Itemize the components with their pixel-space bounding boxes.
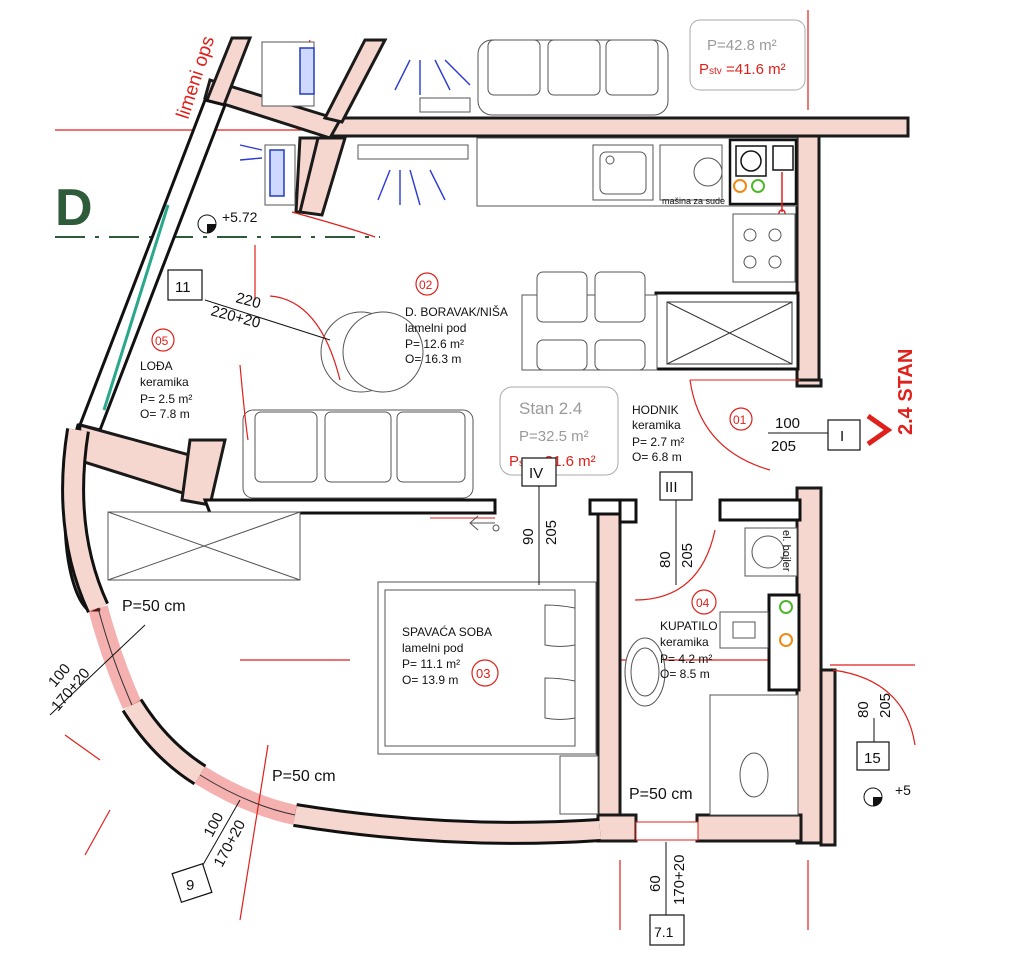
door-width: 90: [520, 528, 537, 545]
door-width: 80: [657, 551, 674, 568]
door-height: 205: [877, 693, 894, 718]
room-01: 01 HODNIK keramika P= 2.7 m² O= 6.8 m: [632, 403, 753, 464]
neighbor-net-value: =41.6 m²: [722, 61, 786, 78]
window-width: 100: [201, 810, 228, 840]
window-bottom: 60 170+20 7.1: [647, 842, 688, 946]
room-number: 02: [419, 278, 433, 292]
apartment-name: Stan 2.4: [519, 399, 582, 418]
window-tag: 9: [186, 877, 194, 894]
room-name: D. BORAVAK/NIŠA: [405, 304, 508, 319]
door-tag: I: [840, 428, 844, 445]
window-height: 170+20: [671, 855, 688, 905]
door-tag: 11: [175, 279, 191, 296]
room-04: 04 KUPATILO keramika P= 4.2 m² O= 8.5 m: [660, 589, 718, 681]
room-area: P= 2.7 m²: [632, 435, 684, 449]
door-11: 11 220 220+20: [167, 269, 331, 341]
door-tag: III: [665, 479, 678, 496]
furniture: mašina za sude: [107, 39, 799, 816]
room-area: P= 2.5 m²: [140, 392, 192, 406]
level-left-text: +5.72: [222, 209, 258, 225]
door-tag: 15: [864, 750, 881, 767]
neighbor-area-box: P=42.8 m² Pstv =41.6 m²: [689, 19, 806, 91]
neighbor-area: P=42.8 m²: [707, 37, 777, 54]
axis-letter: D: [55, 179, 93, 237]
apartment-net-prefix: P: [509, 453, 519, 470]
door-swings: [239, 211, 916, 746]
door-height: 205: [771, 438, 796, 455]
room-area: P= 4.2 m²: [660, 652, 712, 666]
apartment-area: P=32.5 m²: [519, 428, 589, 445]
room-floor: keramika: [632, 418, 681, 432]
level-right-text: +5: [895, 782, 911, 798]
washer-label: mašina za sude: [662, 196, 725, 206]
room-perimeter: O= 7.8 m: [140, 407, 190, 421]
room-02: 02 D. BORAVAK/NIŠA lamelni pod P= 12.6 m…: [405, 272, 508, 366]
door-width: 220: [234, 289, 263, 312]
window-tag: 7.1: [654, 924, 674, 940]
room-name: LOĐA: [140, 359, 173, 373]
window-width: 60: [647, 875, 664, 892]
room-05: 05 LOĐA keramika P= 2.5 m² O= 7.8 m: [140, 328, 192, 421]
axis-marker-d: D: [55, 179, 380, 238]
room-number: 01: [733, 413, 747, 427]
apartment-area-box: Stan 2.4 P=32.5 m² Pstv =31.6 m²: [499, 386, 619, 476]
door-width: 100: [775, 415, 800, 432]
door-height: 205: [543, 520, 560, 545]
door-iii: III 80 205: [657, 471, 696, 585]
room-area: P= 12.6 m²: [405, 337, 464, 351]
room-name: KUPATILO: [660, 619, 718, 633]
room-number: 04: [696, 596, 710, 610]
boiler-label: el. bojler: [780, 530, 792, 572]
room-perimeter: O= 6.8 m: [632, 450, 682, 464]
neighbor-net-sub: stv: [709, 66, 722, 77]
window-9: 100 170+20 9: [171, 799, 249, 903]
door-iv: IV 90 205: [469, 457, 560, 585]
room-perimeter: O= 8.5 m: [660, 667, 710, 681]
room-floor: keramika: [140, 375, 189, 389]
side-label: 2.4 STAN: [866, 349, 917, 447]
room-perimeter: O= 16.3 m: [405, 352, 461, 366]
door-i: 100 205 I: [768, 415, 861, 455]
room-number: 03: [476, 666, 490, 681]
level-left: +5.72: [197, 209, 258, 234]
room-name: SPAVAĆA SOBA: [402, 624, 492, 639]
parapet-bottom-left: P=50 cm: [272, 768, 336, 785]
room-name: HODNIK: [632, 403, 679, 417]
neighbor-net-prefix: P: [699, 61, 709, 78]
door-width: 80: [855, 701, 872, 718]
parapet-bathroom: P=50 cm: [629, 786, 693, 803]
room-03: SPAVAĆA SOBA lamelni pod P= 11.1 m² O= 1…: [402, 624, 499, 687]
side-label-text: 2.4 STAN: [895, 349, 917, 435]
door-height: 205: [679, 543, 696, 568]
room-area: P= 11.1 m²: [402, 657, 460, 671]
svg-text:Pstv =41.6 m²: Pstv =41.6 m²: [699, 61, 786, 78]
door-tag: IV: [529, 465, 543, 482]
level-right: +5: [863, 782, 911, 807]
walls: [61, 36, 910, 847]
parapet-left: P=50 cm: [122, 598, 186, 615]
room-perimeter: O= 13.9 m: [402, 673, 458, 687]
door-15: 80 205 15: [855, 693, 894, 771]
room-floor: keramika: [660, 635, 709, 649]
room-number: 05: [155, 334, 169, 348]
room-floor: lamelni pod: [405, 321, 466, 335]
room-floor: lamelni pod: [402, 641, 463, 655]
